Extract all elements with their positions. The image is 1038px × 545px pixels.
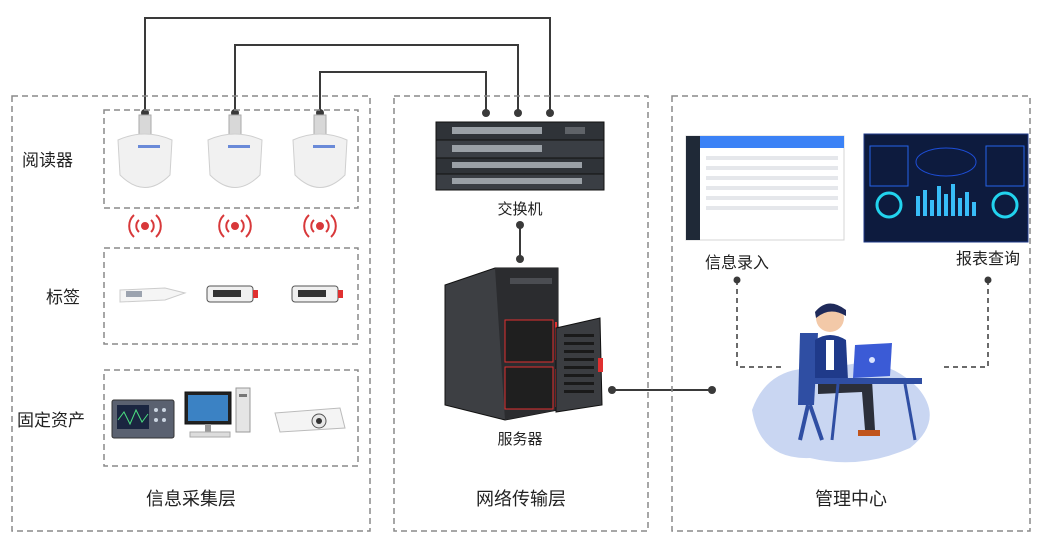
network-switch-image [435, 121, 605, 191]
asset-row-label: 固定资产 [17, 411, 85, 431]
rfid-tag-3 [291, 285, 343, 303]
tower-server-image [444, 267, 603, 421]
rfid-reader-1 [117, 114, 173, 188]
desktop-computer-image [184, 387, 251, 438]
management-layer-title: 管理中心 [815, 489, 887, 510]
switch-label: 交换机 [497, 200, 542, 218]
cable-reader3-switch [319, 71, 487, 112]
rfid-reader-3 [292, 114, 348, 188]
projector-image [274, 407, 346, 433]
report-link-dot [984, 276, 992, 284]
report-query-screenshot [863, 133, 1029, 243]
office-worker-illustration [752, 303, 930, 463]
network-layer-title: 网络传输层 [476, 489, 566, 510]
connection-lines [144, 17, 712, 391]
collection-layer-title: 信息采集层 [146, 489, 236, 510]
info-entry-label: 信息录入 [705, 253, 769, 272]
oscilloscope-image [111, 399, 175, 439]
rfid-tag-1 [119, 287, 187, 303]
report-query-label: 报表查询 [956, 249, 1020, 268]
rf-signal-icon-2 [218, 214, 252, 238]
entry-link-dashed [736, 280, 782, 368]
asset-group-frame [103, 369, 359, 467]
cable-reader2-switch [234, 44, 519, 112]
entry-link-dot [733, 276, 741, 284]
rfid-reader-2 [207, 114, 263, 188]
rf-signal-icon-1 [128, 214, 162, 238]
reader-row-label: 阅读器 [22, 151, 73, 171]
cable-reader1-switch [144, 17, 551, 112]
management-layer-frame [671, 95, 1031, 532]
tag-group-frame [103, 247, 359, 345]
info-entry-screenshot [685, 135, 845, 241]
collection-layer-frame [11, 95, 371, 532]
reader-group-frame [103, 109, 359, 209]
rfid-tag-2 [206, 285, 258, 303]
tag-row-label: 标签 [46, 288, 80, 308]
report-link-dashed [940, 280, 989, 368]
server-label: 服务器 [497, 430, 542, 448]
rf-signal-icon-3 [303, 214, 337, 238]
network-layer-frame [393, 95, 649, 532]
